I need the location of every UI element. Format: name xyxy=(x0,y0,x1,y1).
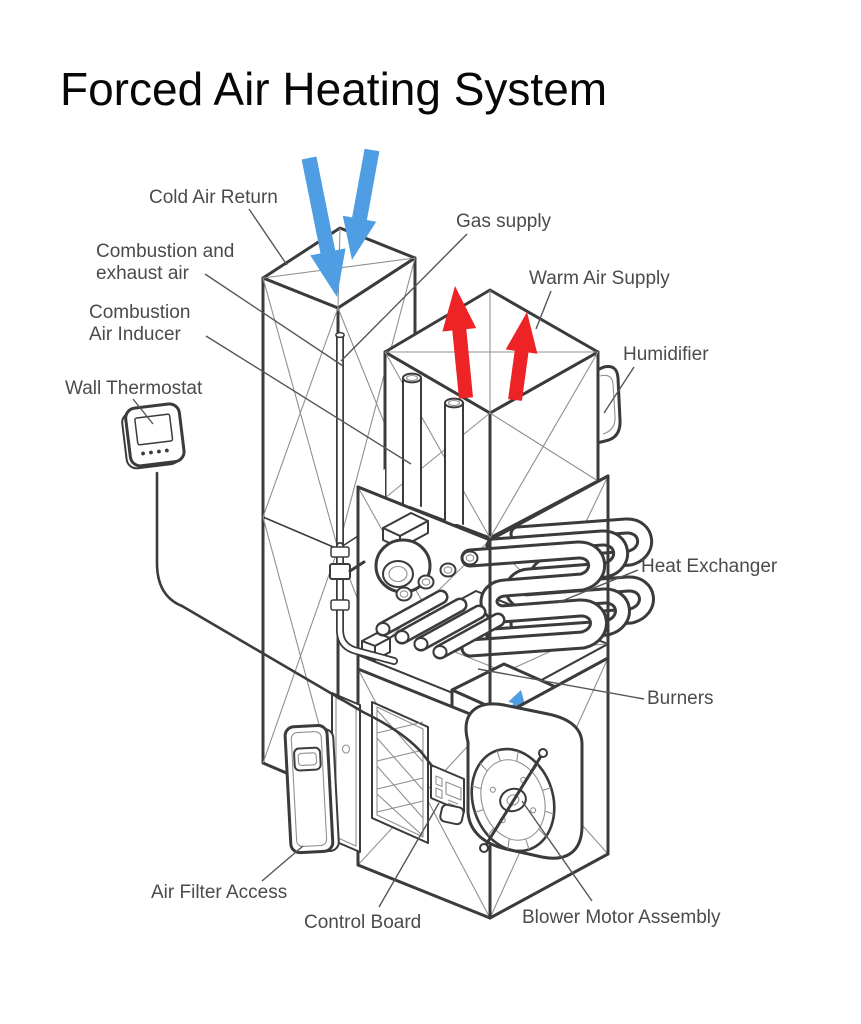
label-control-board: Control Board xyxy=(304,912,422,933)
burner-tubes xyxy=(375,589,506,660)
label-combustion-exhaust-air: Combustion and exhaust air xyxy=(96,241,235,284)
cold-air-arrow-icon xyxy=(342,148,380,260)
cold-air-arrow-icon xyxy=(301,156,346,297)
wall-thermostat-unit xyxy=(121,402,186,470)
air-filter-access-door xyxy=(283,723,340,855)
thermostat-wire xyxy=(155,471,434,768)
gas-supply-pipe-upper xyxy=(335,331,345,550)
warm-air-arrow-icon xyxy=(505,312,538,401)
humidifier-unit xyxy=(595,365,622,445)
blower-motor-unit xyxy=(464,702,584,860)
cold-air-flow-arrows xyxy=(301,148,380,297)
leader-lines xyxy=(132,208,645,908)
control-board-unit xyxy=(430,764,465,826)
page-title: Forced Air Heating System xyxy=(60,63,608,115)
label-warm-air-supply: Warm Air Supply xyxy=(529,268,670,289)
heat-exchanger-tubes xyxy=(460,517,655,658)
warm-air-arrow-icon xyxy=(442,286,477,399)
warm-air-flow-arrows xyxy=(442,286,538,401)
exchanger-inlet-collars xyxy=(395,550,479,602)
label-blower-motor-assembly: Blower Motor Assembly xyxy=(522,907,721,928)
label-heat-exchanger: Heat Exchanger xyxy=(641,556,778,577)
label-burners: Burners xyxy=(647,688,714,709)
label-gas-supply: Gas supply xyxy=(456,211,552,232)
vent-pipes xyxy=(402,372,464,525)
filter-rack xyxy=(371,701,429,844)
gas-supply-pipe-lower xyxy=(329,542,398,665)
combustion-air-inducer-unit xyxy=(374,512,432,594)
label-cold-air-return: Cold Air Return xyxy=(149,187,278,208)
label-humidifier: Humidifier xyxy=(623,344,709,365)
label-air-filter-access: Air Filter Access xyxy=(151,882,288,903)
label-wall-thermostat: Wall Thermostat xyxy=(65,378,203,399)
label-combustion-air-inducer: Combustion Air Inducer xyxy=(89,302,191,345)
